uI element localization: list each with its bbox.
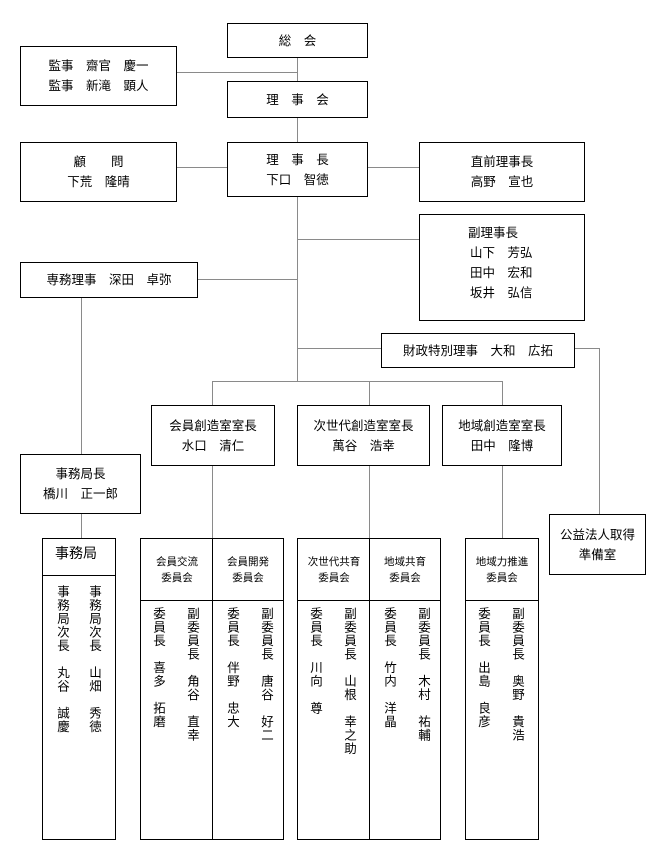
kansa-box: 監事 齋官 慶一 監事 新滝 顕人 <box>20 46 177 106</box>
muro1-name: 水口 清仁 <box>181 437 245 453</box>
rijikai-box: 理 事 会 <box>227 81 368 118</box>
jimuriji-box: 専務理事 深田 卓弥 <box>20 262 198 298</box>
koeki-line-2: 準備室 <box>578 546 617 562</box>
fukurijicho-name-3: 坂井 弘信 <box>470 285 533 300</box>
sokai-label: 総 会 <box>278 32 317 48</box>
committee-name-2: 会員開発 委員会 <box>227 556 269 584</box>
jimukyoku-col-1: 事務局次長 山畑 秀徳 <box>87 585 102 734</box>
muro1-to-committee <box>212 466 213 538</box>
komon-name: 下荒 隆晴 <box>67 174 130 189</box>
kaiin-header-line <box>141 600 283 601</box>
chiikiryoku-header-line <box>466 600 538 601</box>
muro3-drop <box>502 381 503 405</box>
committee-name-1: 会員交流 委員会 <box>156 556 198 584</box>
kyoiku-divider <box>369 539 370 839</box>
committee-5-col-2: 委員長 出島 良彦 <box>476 607 491 729</box>
muro3-to-committee <box>502 466 503 538</box>
committee-name-5: 地域力推進 委員会 <box>475 556 529 584</box>
muro2-to-committee <box>369 466 370 538</box>
jimukyokucho-title: 事務局長 <box>55 466 106 481</box>
koeki-connector-h <box>575 348 599 349</box>
committee-name-3: 次世代共育 委員会 <box>307 556 361 584</box>
koeki-box: 公益法人取得 準備室 <box>549 514 646 575</box>
muro3-title: 地域創造室室長 <box>458 417 546 433</box>
fukurijicho-name-1: 山下 芳弘 <box>470 245 533 260</box>
muro-bus <box>212 381 502 382</box>
koeki-connector-v <box>599 348 600 514</box>
koeki-line-1: 公益法人取得 <box>559 526 635 542</box>
jimuriji-drop <box>81 298 82 454</box>
fukurijicho-connector <box>297 239 419 240</box>
committee-4-col-2: 委員長 竹内 洋晶 <box>382 607 397 729</box>
zaisei-label: 財政特別理事 大和 広拓 <box>402 342 553 358</box>
kansa-line-1: 監事 齋官 慶一 <box>48 58 149 73</box>
rijikai-label: 理 事 会 <box>266 91 329 107</box>
zaisei-connector <box>297 348 381 349</box>
jimuriji-connector <box>198 279 297 280</box>
muro3-box: 地域創造室室長 田中 隆博 <box>442 405 562 466</box>
kansa-line-2: 監事 新滝 顕人 <box>48 78 149 93</box>
jimukyokucho-name: 橋川 正一郎 <box>42 486 118 501</box>
zenrijicho-title: 直前理事長 <box>470 154 534 169</box>
committee-name-4: 地域共育 委員会 <box>384 556 426 584</box>
kaiin-divider <box>212 539 213 839</box>
muro1-drop <box>212 381 213 405</box>
committee-3-col-2: 委員長 川向 尊 <box>308 607 323 715</box>
komon-connector <box>177 167 227 168</box>
kansa-connector <box>177 72 297 73</box>
committee-1-col-1: 副委員長 角谷 直幸 <box>185 607 200 742</box>
sokai-box: 総 会 <box>227 23 368 58</box>
komon-box: 顧 問 下荒 隆晴 <box>20 142 177 202</box>
committee-3-col-1: 副委員長 山根 幸之助 <box>342 607 357 756</box>
kyoiku-header-line <box>298 600 440 601</box>
committee-1-col-2: 委員長 喜多 拓磨 <box>151 607 166 729</box>
fukurijicho-box: 副理事長 山下 芳弘 田中 宏和 坂井 弘信 <box>419 214 585 321</box>
rijicho-box: 理 事 長 下口 智徳 <box>227 142 368 197</box>
zenrijicho-box: 直前理事長 高野 宣也 <box>419 142 585 202</box>
jimukyoku-col-2: 事務局次長 丸谷 誠慶 <box>55 585 70 734</box>
muro2-title: 次世代創造室室長 <box>313 417 414 433</box>
fukurijicho-title: 副理事長 <box>468 225 519 240</box>
jimukyoku-title: 事務局 <box>55 546 97 562</box>
muro1-title: 会員創造室室長 <box>169 417 257 433</box>
committee-4-col-1: 副委員長 木村 祐輔 <box>416 607 431 742</box>
jimukyokucho-drop <box>81 514 82 538</box>
committee-5-col-1: 副委員長 奥野 貴浩 <box>510 607 525 742</box>
committee-table-chiikiryoku: 地域力推進 委員会 副委員長 奥野 貴浩 委員長 出島 良彦 <box>465 538 539 840</box>
muro2-drop <box>369 381 370 405</box>
jimukyoku-table: 事務局 事務局次長 山畑 秀徳 事務局次長 丸谷 誠慶 <box>42 538 116 840</box>
muro1-box: 会員創造室室長 水口 清仁 <box>151 405 275 466</box>
rijicho-title: 理 事 長 <box>266 151 329 167</box>
rijicho-name: 下口 智徳 <box>266 171 329 187</box>
zenrijicho-name: 高野 宣也 <box>470 174 534 189</box>
muro3-name: 田中 隆博 <box>470 437 534 453</box>
zaisei-box: 財政特別理事 大和 広拓 <box>381 333 575 368</box>
jimukyoku-header-line <box>43 575 115 576</box>
jimukyokucho-box: 事務局長 橋川 正一郎 <box>20 454 141 514</box>
komon-title: 顧 問 <box>73 154 124 169</box>
jimuriji-label: 専務理事 深田 卓弥 <box>46 272 172 287</box>
committee-2-col-1: 副委員長 唐谷 好二 <box>259 607 274 742</box>
committee-table-kaiin: 会員交流 委員会 会員開発 委員会 副委員長 角谷 直幸 委員長 喜多 拓磨 副… <box>140 538 284 840</box>
zenrijicho-connector <box>367 167 419 168</box>
committee-2-col-2: 委員長 伴野 忠大 <box>225 607 240 729</box>
trunk-line <box>297 58 298 381</box>
committee-table-kyoiku: 次世代共育 委員会 地域共育 委員会 副委員長 山根 幸之助 委員長 川向 尊 … <box>297 538 441 840</box>
muro2-name: 萬谷 浩幸 <box>332 437 395 453</box>
fukurijicho-name-2: 田中 宏和 <box>470 265 533 280</box>
muro2-box: 次世代創造室室長 萬谷 浩幸 <box>297 405 430 466</box>
